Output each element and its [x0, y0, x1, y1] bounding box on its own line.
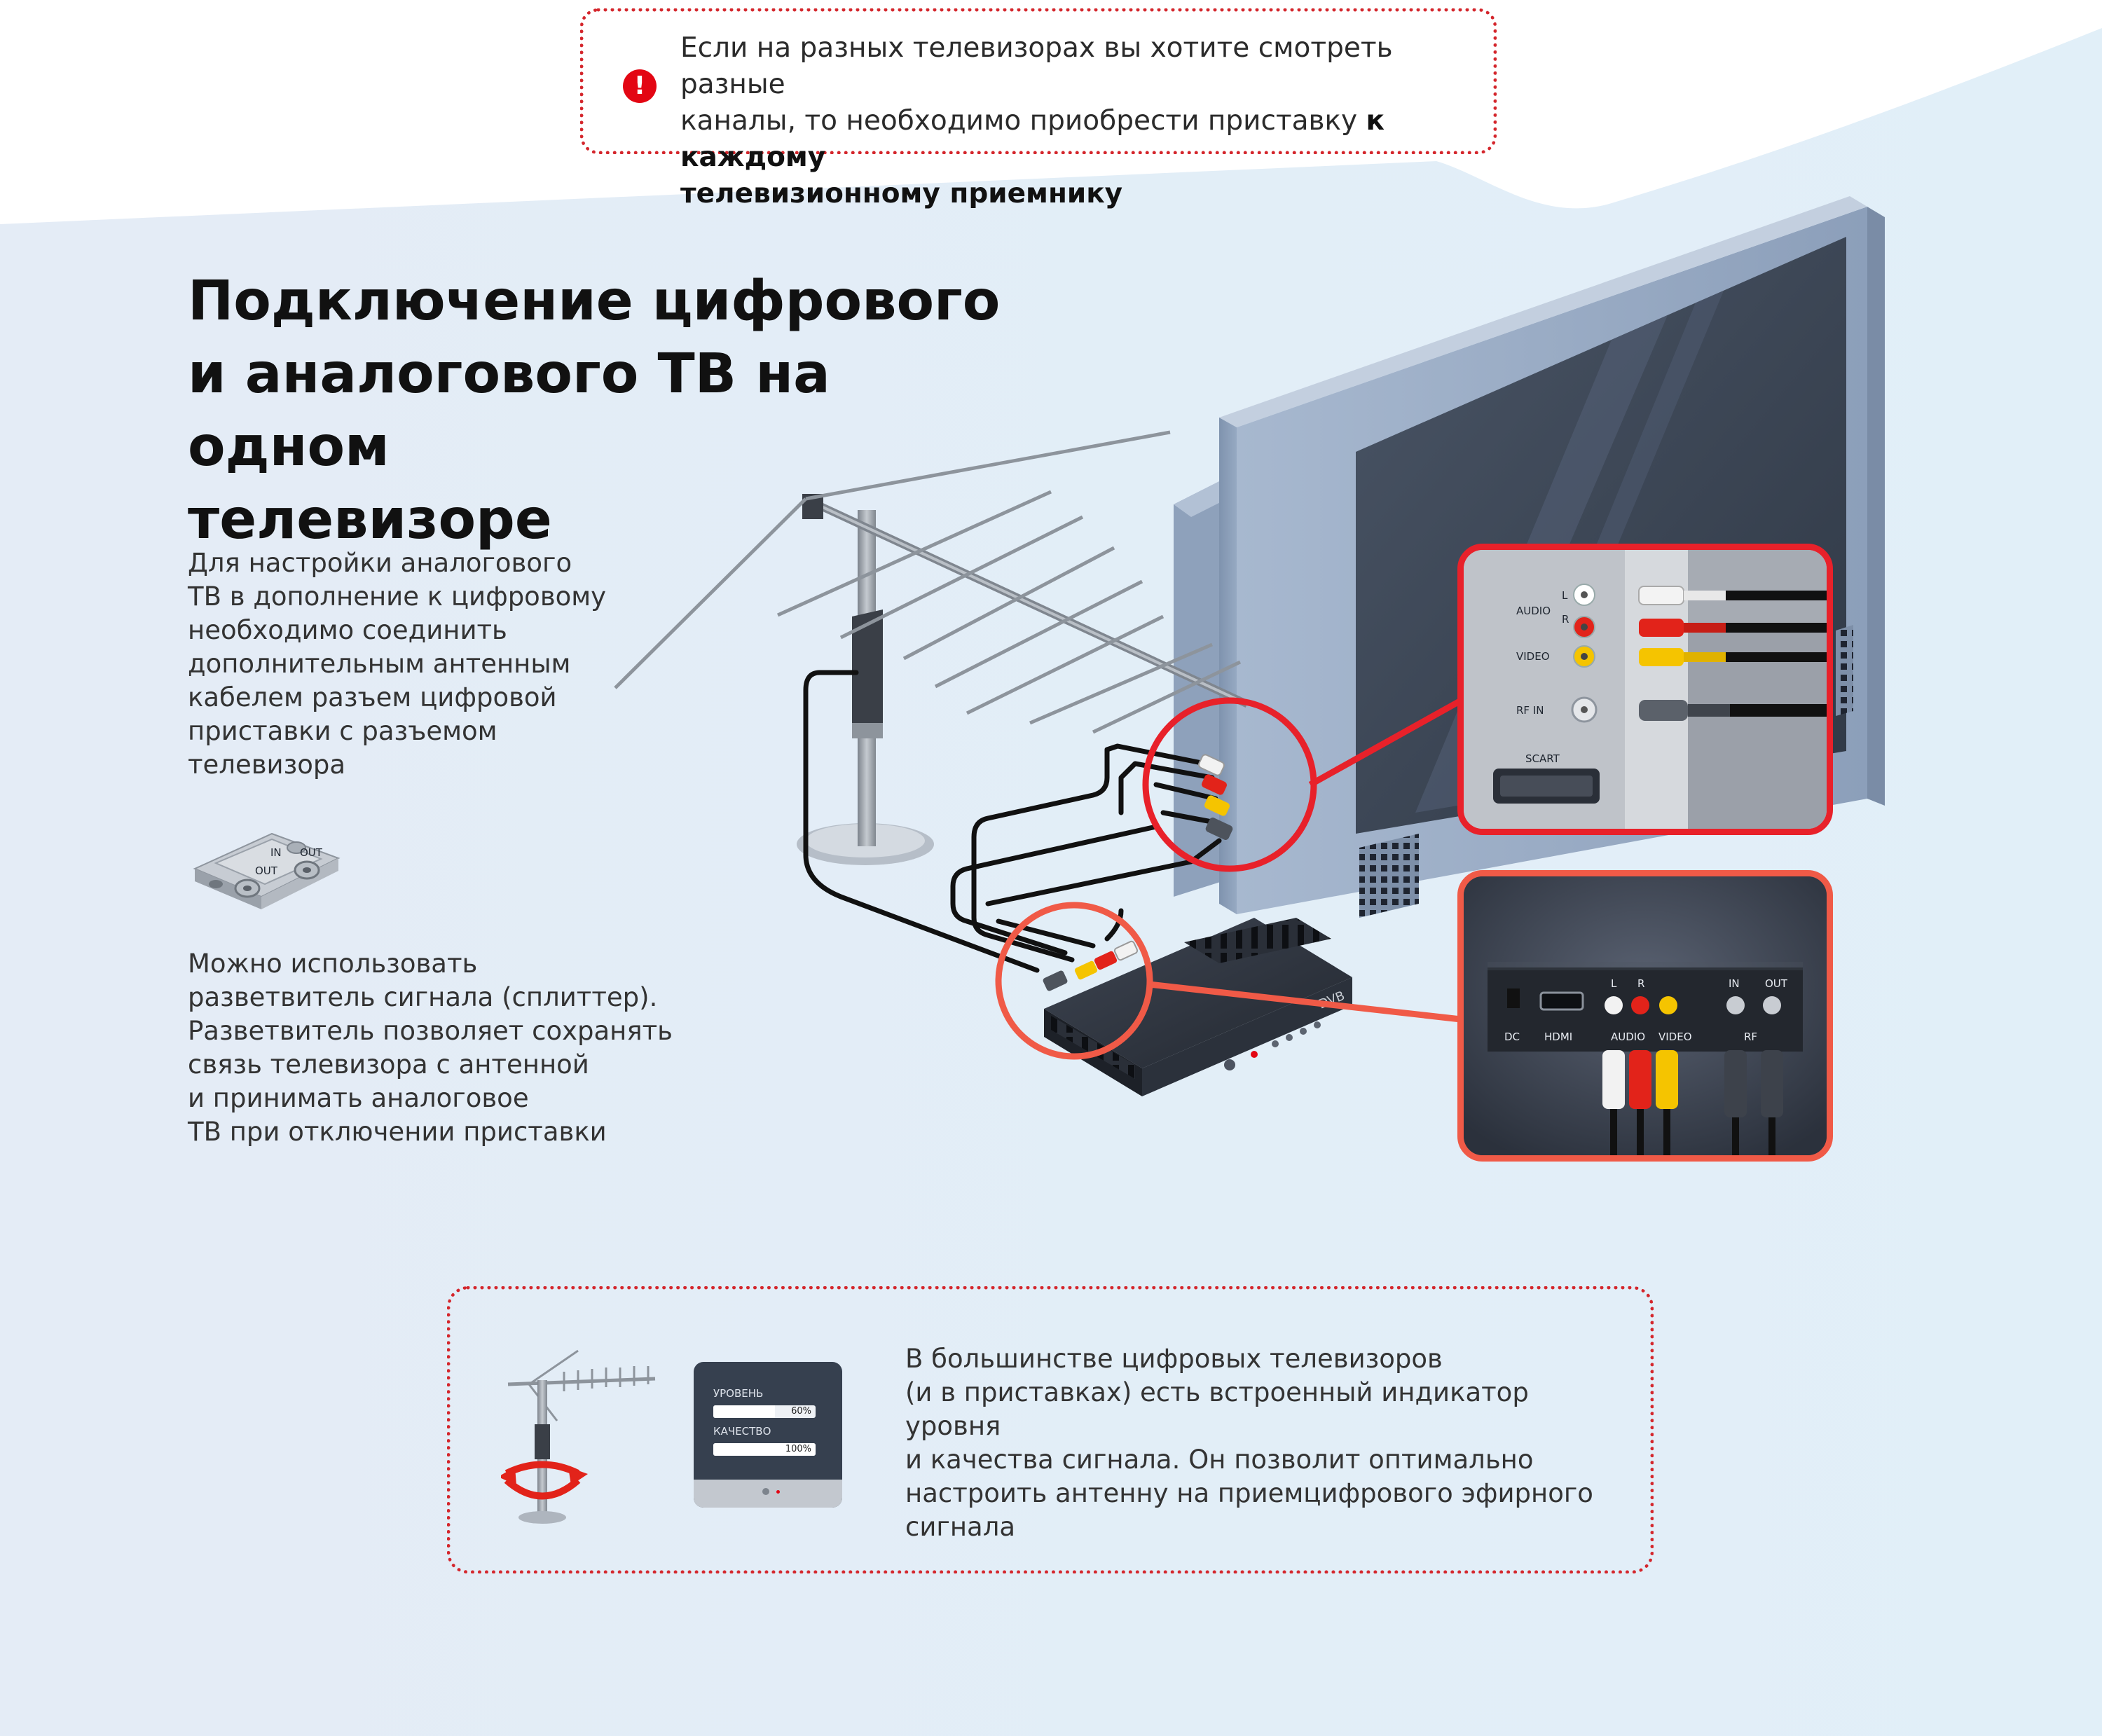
- set-top-box: DVB: [1044, 918, 1352, 1096]
- splitter-illustration: IN OUT OUT: [193, 832, 341, 909]
- top-warning-bold-inline: к каждому: [680, 105, 1385, 173]
- box-hdmi-label: HDMI: [1544, 1031, 1572, 1043]
- instruction-line: ТВ в дополнение к цифровому: [188, 581, 607, 612]
- box-video-label: VIDEO: [1658, 1031, 1692, 1043]
- splitter-line: Разветвитель позволяет сохранять: [188, 1016, 673, 1046]
- splitter-line: Можно использовать: [188, 949, 478, 979]
- rotate-arrow-icon: [504, 1477, 581, 1500]
- box-panel-illustration: DC HDMI L R AUDIO VIDEO IN OUT RF: [1464, 876, 1827, 1155]
- signal-indicator-screen: УРОВЕНЬ 60% КАЧЕСТВО 100%: [694, 1362, 842, 1508]
- signal-quality-value: 100%: [785, 1444, 811, 1454]
- signal-level-label: УРОВЕНЬ: [713, 1387, 764, 1400]
- box-video-jack[interactable]: [1659, 996, 1677, 1014]
- title-line-2: и аналогового ТВ на одном: [188, 343, 830, 478]
- box-rf-label: RF: [1744, 1031, 1757, 1043]
- instruction-line: Для настройки аналогового: [188, 548, 572, 578]
- signal-level-bar: 60%: [713, 1405, 816, 1418]
- box-rf-out-jack[interactable]: [1763, 996, 1781, 1014]
- title-line-3: телевизоре: [188, 488, 552, 551]
- splitter-line: ТВ при отключении приставки: [188, 1117, 607, 1147]
- instruction-line: приставки с разъемом: [188, 716, 497, 746]
- bottom-tip-line: (и в приставках) есть встроенный индикат…: [905, 1377, 1529, 1441]
- splitter-out-label-2: OUT: [300, 846, 323, 859]
- instruction-line: телевизора: [188, 750, 346, 780]
- top-warning-text: Если на разных телевизорах вы хотите смо…: [680, 30, 1486, 212]
- exclamation-icon: !: [623, 69, 657, 103]
- title-line-1: Подключение цифрового: [188, 270, 1001, 333]
- tv-audio-label: AUDIO: [1516, 605, 1551, 617]
- bottom-tip-text: В большинстве цифровых телевизоров (и в …: [905, 1342, 1620, 1544]
- box-hdmi-port[interactable]: [1539, 991, 1584, 1011]
- antenna: [614, 430, 1249, 865]
- box-zoom-pointer: [1148, 981, 1462, 1023]
- box-dc-label: DC: [1504, 1031, 1520, 1043]
- splitter-in-label: IN: [270, 846, 282, 859]
- top-warning-note: ! Если на разных телевизорах вы хотите с…: [580, 8, 1497, 209]
- box-audio-r-jack[interactable]: [1631, 996, 1649, 1014]
- box-panel-callout: DC HDMI L R AUDIO VIDEO IN OUT RF: [1457, 870, 1833, 1162]
- tv-audio-l-label: L: [1562, 589, 1568, 602]
- bottom-tip-line: и качества сигнала. Он позволит оптималь…: [905, 1445, 1534, 1475]
- box-r-label: R: [1637, 977, 1644, 990]
- instruction-line: дополнительным антенным: [188, 649, 571, 679]
- top-warning-line-2: каналы, то необходимо приобрести пристав…: [680, 105, 1366, 137]
- splitter-line: и принимать аналоговое: [188, 1083, 529, 1113]
- box-l-label: L: [1611, 977, 1617, 990]
- antenna-rotate-illustration: [501, 1349, 656, 1524]
- top-warning-line-1: Если на разных телевизорах вы хотите смо…: [680, 32, 1393, 100]
- box-audio-label: AUDIO: [1611, 1031, 1645, 1043]
- box-zoom-circle: [995, 902, 1153, 1060]
- tv-panel-callout: AUDIO L R VIDEO RF IN SCART: [1457, 544, 1833, 835]
- bottom-tip-note: [447, 1286, 1654, 1573]
- instruction-line: необходимо соединить: [188, 615, 507, 645]
- tv-video-label: VIDEO: [1516, 650, 1550, 663]
- box-audio-l-jack[interactable]: [1605, 996, 1623, 1014]
- tv-audio-r-label: R: [1562, 613, 1569, 626]
- bottom-tip-line: настроить антенну на приемцифрового эфир…: [905, 1478, 1593, 1508]
- instruction-text: Для настройки аналогового ТВ в дополнени…: [188, 546, 664, 782]
- box-out-label: OUT: [1765, 977, 1788, 990]
- splitter-out-label-1: OUT: [255, 864, 278, 877]
- instruction-line: кабелем разъем цифровой: [188, 682, 557, 712]
- splitter-text: Можно использовать разветвитель сигнала …: [188, 947, 720, 1149]
- tv-zoom-pointer: [1308, 698, 1463, 787]
- box-side-plugs: [1043, 940, 1139, 991]
- tv-rfin-label: RF IN: [1516, 704, 1544, 717]
- page-title: Подключение цифрового и аналогового ТВ н…: [188, 265, 1029, 556]
- signal-level-value: 60%: [791, 1406, 811, 1417]
- splitter-line: связь телевизора с антенной: [188, 1049, 589, 1080]
- splitter-line: разветвитель сигнала (сплиттер).: [188, 982, 658, 1012]
- top-warning-bold-line: телевизионному приемнику: [680, 178, 1123, 209]
- bottom-tip-line: сигнала: [905, 1512, 1016, 1542]
- signal-quality-label: КАЧЕСТВО: [713, 1425, 771, 1438]
- tv-panel-illustration: AUDIO L R VIDEO RF IN SCART: [1464, 550, 1827, 829]
- box-in-label: IN: [1729, 977, 1740, 990]
- tv-scart-label: SCART: [1525, 752, 1560, 765]
- box-rf-in-jack[interactable]: [1726, 996, 1745, 1014]
- bottom-tip-line: В большинстве цифровых телевизоров: [905, 1344, 1443, 1374]
- cables: [803, 670, 1222, 973]
- tv-side-plugs: [1198, 754, 1233, 840]
- signal-quality-bar: 100%: [713, 1443, 816, 1456]
